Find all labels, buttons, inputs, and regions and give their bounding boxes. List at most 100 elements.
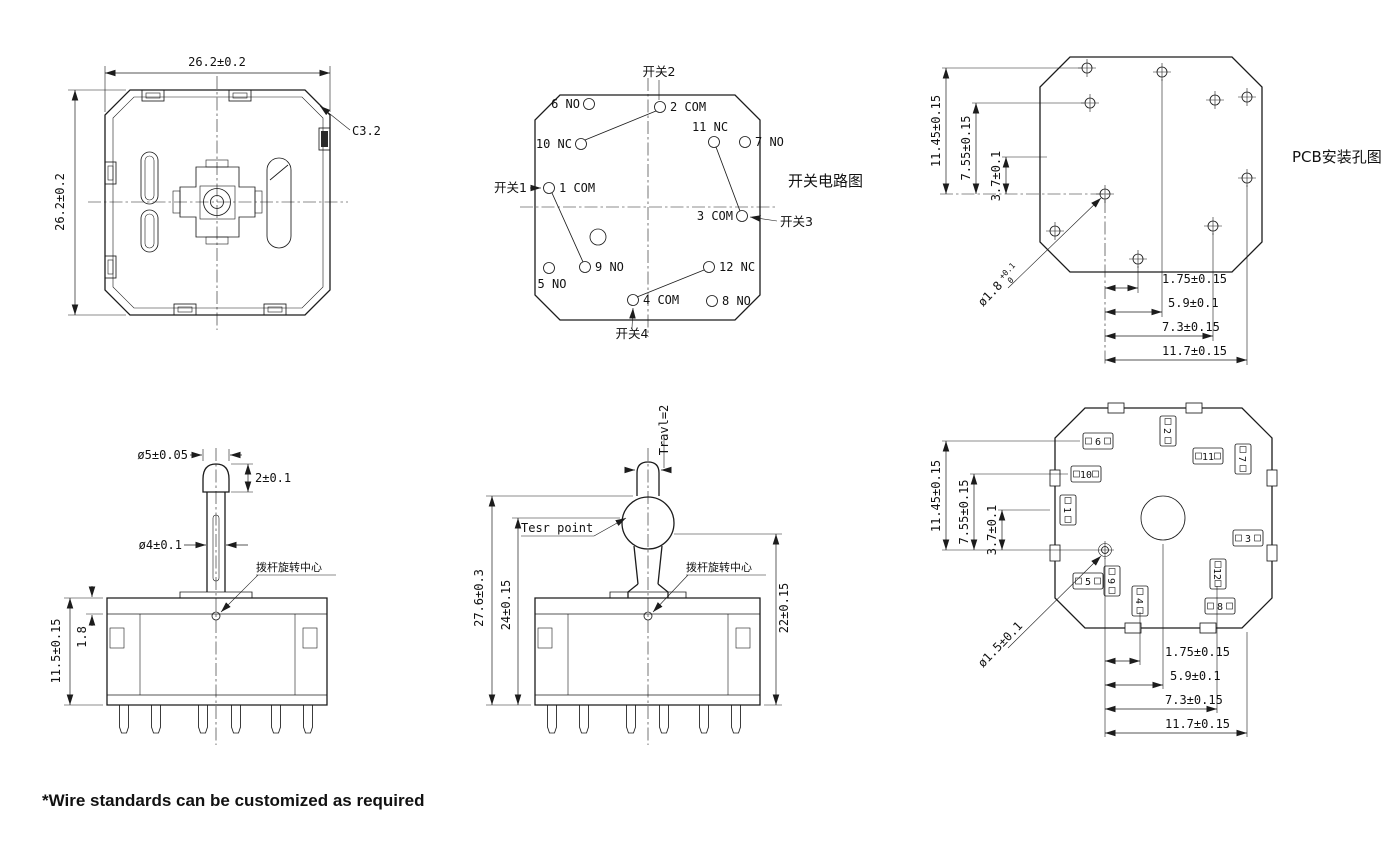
bottom-dim-v1-text: 11.45±0.15 (929, 460, 943, 532)
view-side-middle: Travl=2 Tesr point 拨杆旋转中心 27.6±0.3 24±0.… (472, 405, 791, 745)
pin-5 (271, 704, 281, 734)
label-contact-12: 12 NC (719, 260, 755, 274)
chamfer-text: C3.2 (352, 124, 381, 138)
dim-shaft-diameter: ø4±0.1 (139, 538, 248, 552)
pcb-dim-h4-text: 11.7±0.15 (1162, 344, 1227, 358)
shaft-slot (212, 514, 220, 582)
label-switch-2: 开关2 (643, 64, 676, 79)
label-contact-10: 10 NC (536, 137, 572, 151)
terminal-pad-3: 3 (1232, 529, 1264, 547)
switch3-leader (749, 215, 778, 222)
dim-left-height: 26.2±0.2 (53, 89, 126, 316)
left-clip (109, 627, 125, 649)
dim-shaft-dia-text: ø4±0.1 (139, 538, 182, 552)
pin-6 (303, 704, 313, 734)
label-contact-8: 8 NO (722, 294, 751, 308)
right-slot (266, 157, 292, 249)
body-section-lines (139, 614, 296, 695)
pin-6 (731, 704, 741, 734)
pcb-hole-7 (1045, 221, 1065, 241)
terminal-number: 6 (1095, 437, 1101, 448)
terminal-number: 7 (1236, 456, 1247, 462)
label-contact-6: 6 NO (551, 97, 580, 111)
body-section-lines (567, 614, 729, 695)
dim-body-height: 11.5±0.15 (49, 597, 103, 706)
dim-total-height: 27.6±0.3 (472, 495, 633, 706)
contact-links (551, 110, 741, 298)
contact-7 (739, 136, 751, 148)
contact-8 (706, 295, 718, 307)
center-boss (1140, 495, 1186, 541)
edge-notches (1049, 402, 1278, 634)
center-hub (172, 159, 263, 245)
contact-5 (543, 262, 555, 274)
circuit-title: 开关电路图 (788, 172, 863, 190)
pcb-title: PCB安装孔图 (1292, 148, 1382, 166)
pcb-dim-v3-text: 3.7±0.1 (989, 151, 1003, 202)
pcb-dim-v1-text: 11.45±0.15 (929, 95, 943, 167)
pcb-dim-v2-text: 7.55±0.15 (959, 115, 973, 180)
dim-tip-diameter: ø5±0.05 (137, 448, 242, 462)
body-plateau (179, 591, 253, 598)
body-outline (534, 597, 761, 706)
terminal-number: 10 (1080, 470, 1092, 481)
dim-tip-dia-text: ø5±0.05 (137, 448, 188, 462)
pcb-hole-8 (1203, 216, 1223, 236)
terminal-number: 9 (1105, 578, 1116, 584)
body-lines (535, 613, 760, 696)
terminal-pad-10: 10 (1070, 465, 1102, 483)
view-top-face: 26.2±0.2 26.2±0.2 C3.2 (53, 55, 381, 330)
test-point-label: Tesr point (521, 521, 593, 535)
pcb-hole-tol-minus: 0 (1006, 275, 1016, 285)
terminal-number: 3 (1245, 534, 1251, 545)
chamfer-callout: C3.2 (319, 105, 381, 138)
contact-1 (543, 182, 555, 194)
terminal-pad-6: 6 (1082, 432, 1114, 450)
bottom-dim-h1-text: 1.75±0.15 (1165, 645, 1230, 659)
dim-test-height: 24±0.15 (499, 517, 620, 705)
label-contact-7: 7 NO (755, 135, 784, 149)
body-outline (106, 597, 328, 706)
view-bottom-face: 6 2 10 11 7 1 3 5 9 12 4 8 ø1.5±0.1 11.4… (929, 402, 1278, 737)
edge-terminal-marks (104, 89, 331, 316)
bottom-dim-h3-text: 7.3±0.15 (1165, 693, 1223, 707)
left-clip (537, 627, 553, 649)
terminal-number: 8 (1217, 602, 1223, 613)
contact-2 (654, 101, 666, 113)
body-outline (534, 94, 761, 321)
dim-left-height-text: 26.2±0.2 (53, 173, 67, 231)
label-contact-1: 1 COM (559, 181, 595, 195)
terminal-pad-5: 5 (1072, 572, 1104, 590)
terminal-pad-8: 8 (1204, 597, 1236, 615)
bottom-dims-bottom: 1.75±0.15 5.9±0.1 7.3±0.15 11.7±0.15 (1104, 544, 1248, 737)
pcb-hole-9 (1128, 249, 1148, 269)
dim-body-height: 22±0.15 (674, 533, 791, 706)
pivot-label: 拨杆旋转中心 (256, 560, 322, 574)
pcb-hole-6 (1237, 168, 1257, 188)
dim-body-text: 22±0.15 (777, 583, 791, 634)
travel-text: Travl=2 (657, 405, 671, 456)
terminal-pad-11: 11 (1192, 447, 1224, 465)
terminal-pad-4: 4 (1131, 585, 1149, 617)
dim-tip-height-text: 2±0.1 (255, 471, 291, 485)
body-outline (1054, 407, 1273, 629)
contact-9 (579, 261, 591, 273)
pin-5 (699, 704, 709, 734)
pcb-dims-left: 11.45±0.15 7.55±0.15 3.7±0.1 (929, 67, 1084, 202)
bottom-dim-v2-text: 7.55±0.15 (957, 479, 971, 544)
pivot-callout: 拨杆旋转中心 (652, 560, 766, 613)
pivot-center-mark (211, 611, 221, 621)
test-tip (636, 461, 660, 496)
pin-1 (119, 704, 129, 734)
locating-hole (1096, 541, 1114, 559)
footer-note: *Wire standards can be customized as req… (42, 791, 424, 810)
label-contact-9: 9 NO (595, 260, 624, 274)
contact-6 (583, 98, 595, 110)
terminal-number: 11 (1202, 452, 1214, 463)
contact-3 (736, 210, 748, 222)
label-contact-3: 3 COM (697, 209, 733, 223)
terminal-number: 2 (1161, 428, 1172, 434)
bottom-dims-left: 11.45±0.15 7.55±0.15 3.7±0.1 (929, 440, 1096, 555)
label-switch-3: 开关3 (780, 214, 813, 229)
